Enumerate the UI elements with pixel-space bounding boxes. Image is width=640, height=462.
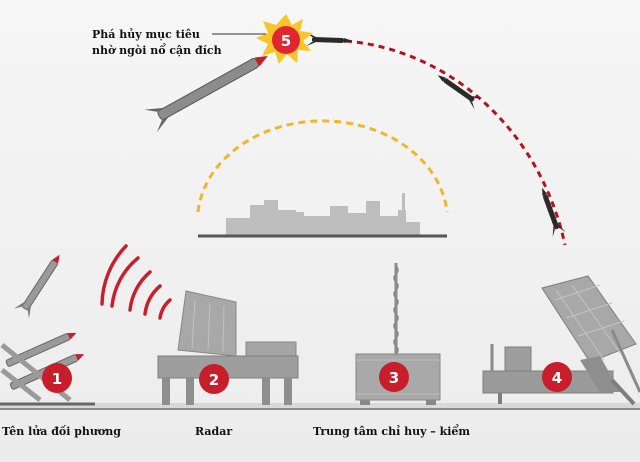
enemy-rocket-label: Tên lửa đối phương <box>2 425 121 438</box>
launcher-icon <box>482 275 640 406</box>
command-center-label: Trung tâm chỉ huy – kiểm <box>313 425 471 438</box>
badge-1-number: 1 <box>52 370 62 388</box>
rocket-icon <box>13 254 60 319</box>
badge-3-number: 3 <box>389 369 399 387</box>
interceptor-missile-icon <box>542 187 566 237</box>
callout-line-1: Phá hủy mục tiêu <box>92 28 200 41</box>
badge-4: 4 <box>542 362 572 392</box>
ground-strip <box>0 403 640 410</box>
radar-unit-icon <box>157 290 299 405</box>
badge-4-number: 4 <box>552 369 562 387</box>
radar-wave-icon <box>100 244 172 320</box>
badge-1: 1 <box>42 363 72 393</box>
interceptor-trajectory <box>345 39 567 246</box>
interceptor-missile-icon <box>305 32 352 47</box>
target-destroy-callout: Phá hủy mục tiêu nhờ ngòi nổ cận đích <box>92 27 222 59</box>
callout-line-2: nhờ ngòi nổ cận đích <box>92 44 222 57</box>
badge-2: 2 <box>199 364 229 394</box>
dome-arc <box>196 119 449 213</box>
explosion-icon: 5 <box>256 14 313 64</box>
badge-2-number: 2 <box>209 371 219 389</box>
badge-3: 3 <box>379 362 409 392</box>
badge-5-number: 5 <box>281 32 291 50</box>
city-skyline <box>226 193 420 235</box>
interceptor-missile-icon <box>437 75 483 110</box>
radar-label: Radar <box>195 425 233 438</box>
